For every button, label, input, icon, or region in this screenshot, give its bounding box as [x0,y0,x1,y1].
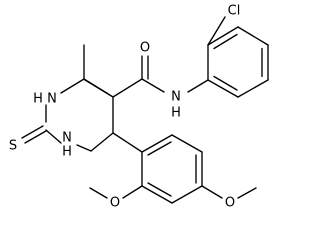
bond-carbonyl-n [141,78,165,93]
bond-cp2-cl [207,16,226,46]
bond-c4-ar [112,132,143,153]
chemical-structure-diagram: Cl O N H H N H N S O O [9,4,269,211]
bond-n3-c4b [90,132,114,152]
bond-n-aryl [187,79,209,93]
chlorine-label: Cl [228,4,241,19]
thione-sulfur-label: S [9,139,17,154]
bond-cp-inner-1 [213,33,238,50]
bond-c5-carbonyl [112,78,143,98]
ring-nh-upper-hydrogen-label: H [33,92,43,107]
ring-n-lower-label: N [62,131,72,146]
ring-nh-lower-hydrogen-label: H [62,145,72,160]
bonds [21,16,269,204]
bond-cp6-cp1 [207,79,239,98]
bond-c2-s [21,125,44,139]
ring-n-upper-label: N [47,92,57,107]
bond-dp2-o [122,185,143,199]
bond-dp6-dp1 [141,134,173,153]
bond-cp5-cp6 [237,79,269,98]
carbonyl-oxygen-label: O [140,41,150,56]
bond-c6-n1 [60,78,85,94]
bond-o-methyl-ortho [89,187,108,199]
bond-dp-inner-1 [147,182,172,197]
bond-c2-s-double [24,130,47,144]
bond-dp2-dp3 [141,185,173,204]
atom-labels: Cl O N H H N H N S O O [9,4,240,211]
bond-dp-inner-3 [147,141,172,156]
bond-cp-inner-3 [213,75,238,91]
amide-hydrogen-label: H [171,106,181,121]
bond-cp2-cp3 [207,26,239,46]
bond-dp3-dp4 [171,185,203,204]
amide-nitrogen-label: N [171,90,181,105]
bond-o-methyl-para [237,187,257,199]
bond-n3-c4 [76,144,92,152]
bond-dp5-dp6 [171,134,203,153]
methoxy-oxygen-ortho-label: O [110,196,120,211]
bond-c2-n3 [45,129,62,144]
bond-dp4-o [201,185,223,199]
methoxy-oxygen-para-label: O [225,196,235,211]
bond-c5-c6-double [84,79,109,95]
bond-cp3-cp4 [237,26,269,46]
